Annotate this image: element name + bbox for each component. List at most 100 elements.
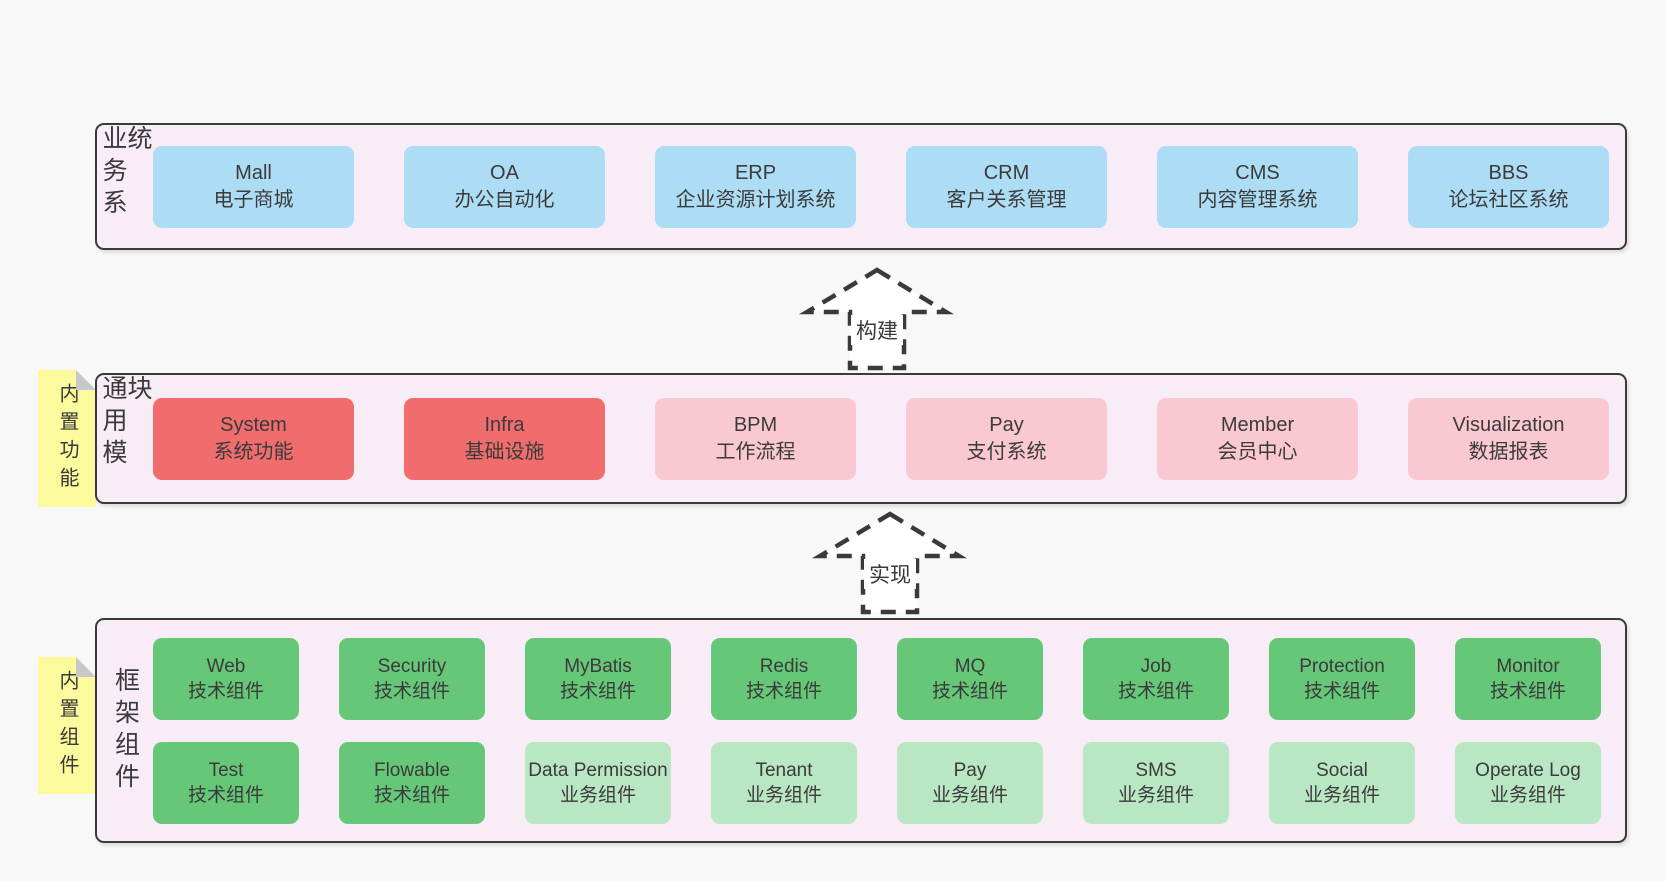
box-infra: Infra 基础设施 [404,397,605,480]
box-visualization: Visualization 数据报表 [1408,397,1609,480]
box-title: Member [1220,413,1295,436]
layer-label-column: 框架组件 [97,620,153,841]
folded-corner-icon [76,370,96,390]
box-subtitle: 企业资源计划系统 [675,188,836,211]
box-web: Web 技术组件 [153,637,299,720]
box-title: MyBatis [564,655,632,677]
box-protection: Protection 技术组件 [1269,637,1415,720]
box-title: CMS [1235,161,1280,184]
layer-title: 通用模块 [99,375,152,471]
box-title: CRM [983,161,1030,184]
box-security: Security 技术组件 [339,637,485,720]
box-subtitle: 技术组件 [1489,680,1566,702]
box-row: System 系统功能 Infra 基础设施 BPM 工作流程 Pay 支付系统… [153,397,1609,480]
layer-label-column: 业务系统 [97,125,153,248]
box-title: Visualization [1452,413,1565,436]
box-sms: SMS 业务组件 [1083,741,1229,824]
box-title: Protection [1299,655,1385,677]
layer-business-systems: 业务系统 Mall 电子商城 OA 办公自动化 ERP 企业资源计划系统 CRM… [95,123,1627,250]
box-title: System [220,413,287,436]
box-subtitle: 技术组件 [187,680,264,702]
box-tenant: Tenant 业务组件 [711,741,857,824]
box-title: Tenant [755,759,813,781]
box-title: Security [377,655,447,677]
folded-corner-icon [76,657,96,677]
build-arrow: 构建 [798,256,956,374]
box-subtitle: 工作流程 [715,440,796,463]
box-subtitle: 会员中心 [1217,440,1298,463]
box-rows: Web 技术组件 Security 技术组件 MyBatis 技术组件 Redi… [153,637,1601,824]
box-subtitle: 技术组件 [373,680,450,702]
box-title: Monitor [1496,655,1560,677]
box-subtitle: 技术组件 [745,680,822,702]
sticky-note-builtin-components: 内置组件 [38,657,96,794]
box-bbs: BBS 论坛社区系统 [1408,145,1609,228]
box-title: Pay [989,413,1024,436]
box-title: BPM [733,413,778,436]
box-subtitle: 基础设施 [464,440,545,463]
box-operate-log: Operate Log 业务组件 [1455,741,1601,824]
box-row: Web 技术组件 Security 技术组件 MyBatis 技术组件 Redi… [153,637,1601,720]
box-title: SMS [1135,759,1177,781]
box-subtitle: 客户关系管理 [946,188,1067,211]
box-subtitle: 业务组件 [1117,784,1194,806]
box-subtitle: 业务组件 [559,784,636,806]
box-title: Job [1140,655,1172,677]
box-erp: ERP 企业资源计划系统 [655,145,856,228]
box-title: OA [490,161,519,184]
box-row: Test 技术组件 Flowable 技术组件 Data Permission … [153,741,1601,824]
box-subtitle: 业务组件 [1489,784,1566,806]
box-social: Social 业务组件 [1269,741,1415,824]
box-subtitle: 办公自动化 [454,188,555,211]
box-title: Infra [484,413,525,436]
box-title: Operate Log [1475,759,1581,781]
box-pay-business: Pay 业务组件 [897,741,1043,824]
layer-common-modules: 通用模块 System 系统功能 Infra 基础设施 BPM 工作流程 Pay… [95,373,1627,504]
box-mall: Mall 电子商城 [153,145,354,228]
box-title: Data Permission [528,759,668,781]
box-title: ERP [734,161,777,184]
box-job: Job 技术组件 [1083,637,1229,720]
box-cms: CMS 内容管理系统 [1157,145,1358,228]
box-mybatis: MyBatis 技术组件 [525,637,671,720]
box-subtitle: 业务组件 [931,784,1008,806]
box-subtitle: 数据报表 [1468,440,1549,463]
box-subtitle: 技术组件 [1117,680,1194,702]
box-title: Web [206,655,246,677]
box-flowable: Flowable 技术组件 [339,741,485,824]
layer-title: 业务系统 [99,125,152,221]
box-subtitle: 论坛社区系统 [1448,188,1569,211]
box-title: Mall [235,161,272,184]
box-title: Pay [953,759,987,781]
box-oa: OA 办公自动化 [404,145,605,228]
sticky-note-builtin-features: 内置功能 [38,370,96,507]
box-monitor: Monitor 技术组件 [1455,637,1601,720]
box-redis: Redis 技术组件 [711,637,857,720]
box-data-permission: Data Permission 业务组件 [525,741,671,824]
box-subtitle: 内容管理系统 [1197,188,1318,211]
box-system: System 系统功能 [153,397,354,480]
box-title: Flowable [373,759,451,781]
box-test: Test 技术组件 [153,741,299,824]
sticky-note-text: 内置功能 [56,382,78,495]
box-subtitle: 技术组件 [187,784,264,806]
box-title: Test [208,759,244,781]
layer-title: 框架组件 [111,666,140,795]
box-crm: CRM 客户关系管理 [906,145,1107,228]
box-subtitle: 技术组件 [373,784,450,806]
box-title: Redis [759,655,809,677]
box-subtitle: 业务组件 [745,784,822,806]
box-mq: MQ 技术组件 [897,637,1043,720]
arrow-label: 实现 [864,559,916,589]
layer-framework-components: 框架组件 Web 技术组件 Security 技术组件 MyBatis 技术组件… [95,618,1627,843]
box-pay: Pay 支付系统 [906,397,1107,480]
arrow-label: 构建 [851,315,903,345]
box-subtitle: 技术组件 [559,680,636,702]
box-subtitle: 支付系统 [966,440,1047,463]
box-member: Member 会员中心 [1157,397,1358,480]
sticky-note-text: 内置组件 [56,669,78,782]
box-title: MQ [954,655,986,677]
implement-arrow: 实现 [811,500,969,618]
box-subtitle: 技术组件 [931,680,1008,702]
box-subtitle: 电子商城 [213,188,294,211]
